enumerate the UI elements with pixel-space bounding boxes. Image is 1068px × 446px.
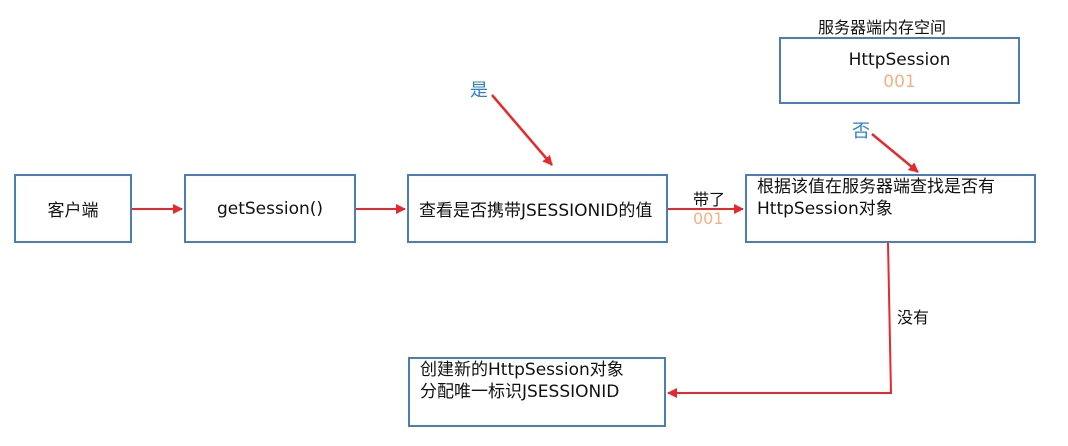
http-session-box: HttpSession 001	[779, 37, 1020, 104]
client-box: 客户端	[14, 174, 132, 243]
get-session-box: getSession()	[184, 174, 356, 243]
memory-area-label: 服务器端内存空间	[818, 18, 947, 37]
create-session-box: 创建新的HttpSession对象 分配唯一标识JSESSIONID	[408, 357, 666, 427]
lookup-line-2: HttpSession对象	[757, 199, 893, 219]
http-session-title: HttpSession	[848, 49, 951, 70]
carried-id-label: 001	[693, 209, 724, 228]
http-session-id: 001	[883, 71, 916, 92]
carried-label: 带了	[693, 190, 726, 209]
create-line-1: 创建新的HttpSession对象	[420, 360, 624, 380]
arrow-no-pointer	[871, 133, 919, 173]
arrow-yes-pointer	[491, 94, 553, 166]
lookup-line-1: 根据该值在服务器端查找是否有	[757, 177, 995, 197]
create-line-2: 分配唯一标识JSESSIONID	[420, 382, 620, 402]
not-found-label: 没有	[897, 308, 930, 327]
yes-label: 是	[470, 80, 488, 101]
no-label: 否	[852, 121, 870, 142]
lookup-session-box: 根据该值在服务器端查找是否有 HttpSession对象	[745, 174, 1036, 243]
check-jsessionid-box: 查看是否携带JSESSIONID的值	[407, 174, 668, 243]
arrow-lookup-to-create	[667, 242, 893, 398]
